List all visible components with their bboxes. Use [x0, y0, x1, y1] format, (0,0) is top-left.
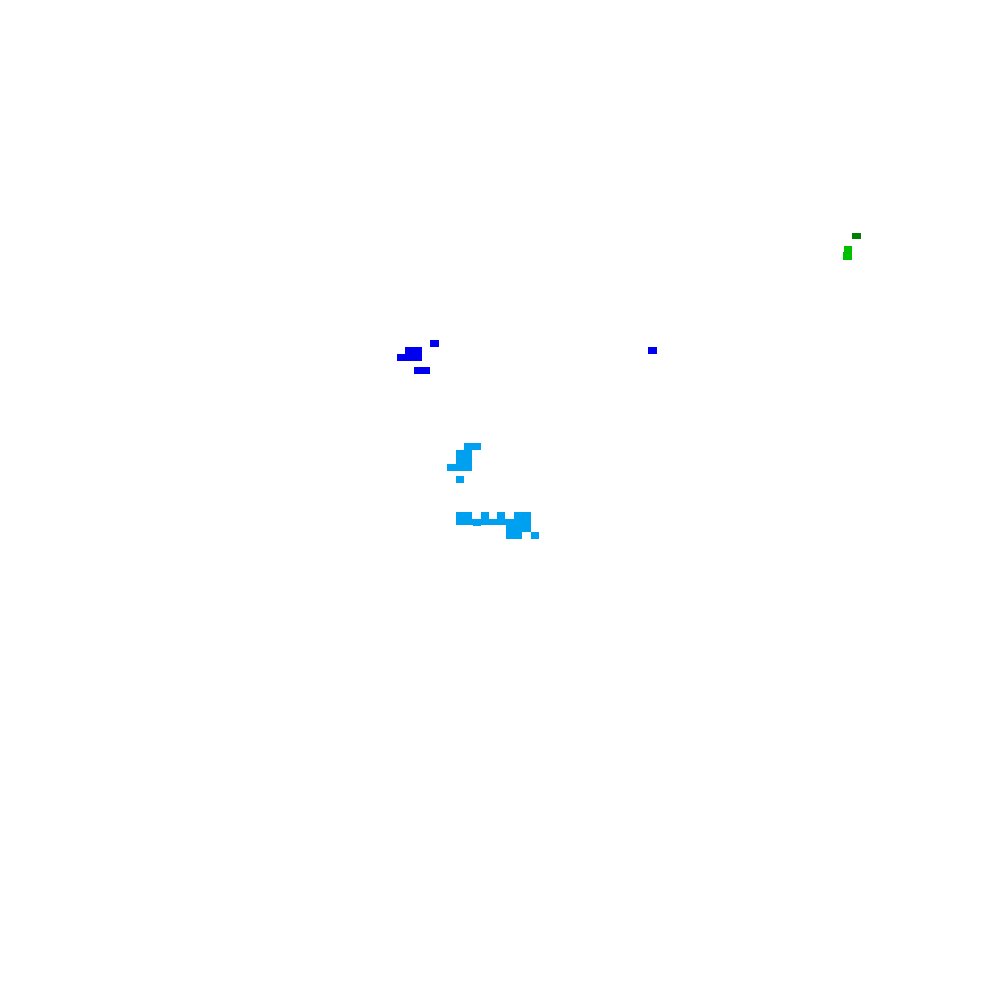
- pixel-block: [456, 457, 472, 464]
- pixel-block: [497, 519, 531, 525]
- pixel-block: [844, 246, 852, 252]
- pixel-block: [852, 233, 861, 239]
- pixel-block: [648, 347, 657, 354]
- pixel-block: [405, 347, 422, 354]
- pixel-block: [456, 512, 472, 520]
- pixel-block: [481, 519, 497, 525]
- pixel-block: [506, 532, 522, 539]
- pixel-block: [456, 450, 472, 458]
- pixel-block: [447, 464, 472, 471]
- pixel-block: [506, 525, 531, 532]
- pixel-block: [397, 354, 422, 361]
- pixel-block: [514, 512, 531, 520]
- pixel-block: [497, 512, 505, 520]
- pixel-block: [473, 519, 481, 526]
- pixel-block: [843, 252, 852, 260]
- pixel-block: [481, 512, 489, 520]
- pixel-block: [464, 443, 481, 450]
- pixel-block: [531, 532, 539, 539]
- pixel-block: [456, 476, 464, 483]
- pixel-block: [456, 519, 473, 525]
- pixel-block: [430, 340, 439, 347]
- pixel-block: [414, 367, 430, 374]
